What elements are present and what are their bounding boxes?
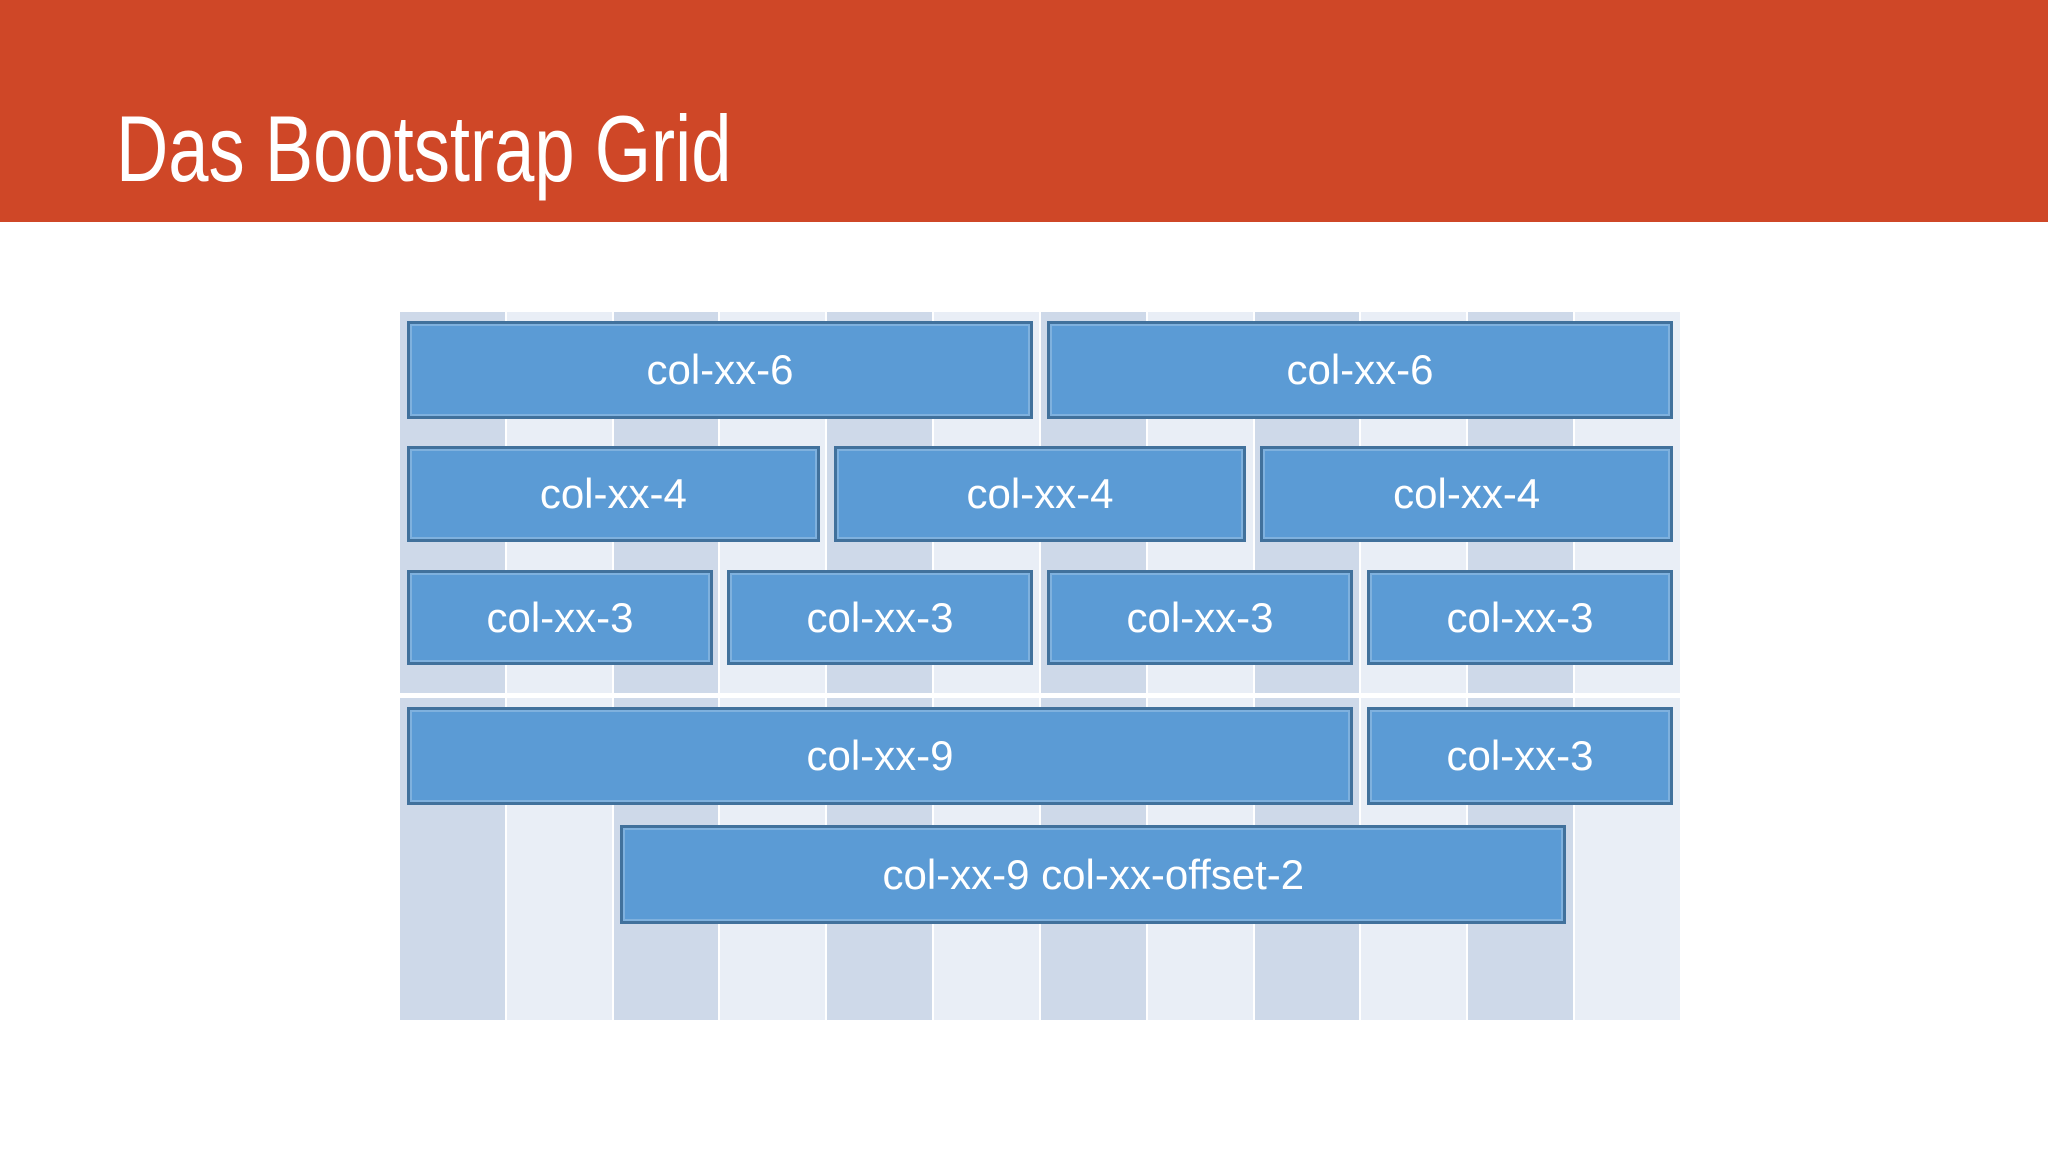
grid-col-box: col-xx-4: [407, 446, 820, 542]
page-title: Das Bootstrap Grid: [116, 96, 732, 201]
grid-col-box: col-xx-3: [1367, 707, 1673, 805]
header-bar: Das Bootstrap Grid: [0, 0, 2048, 222]
grid-col-box: col-xx-3: [407, 570, 713, 665]
grid-col-box: col-xx-9: [407, 707, 1353, 805]
grid-col-box: col-xx-9 col-xx-offset-2: [620, 825, 1567, 924]
grid-col-box: col-xx-6: [407, 321, 1033, 419]
grid-col-box: col-xx-3: [1047, 570, 1353, 665]
grid-col-box: col-xx-6: [1047, 321, 1673, 419]
grid-col-box: col-xx-4: [1260, 446, 1673, 542]
grid-col-box: col-xx-4: [833, 446, 1247, 542]
grid-row: col-xx-9 col-xx-offset-2: [400, 825, 1680, 924]
grid-col-box: col-xx-3: [727, 570, 1033, 665]
grid-col-box: col-xx-3: [1367, 570, 1673, 665]
